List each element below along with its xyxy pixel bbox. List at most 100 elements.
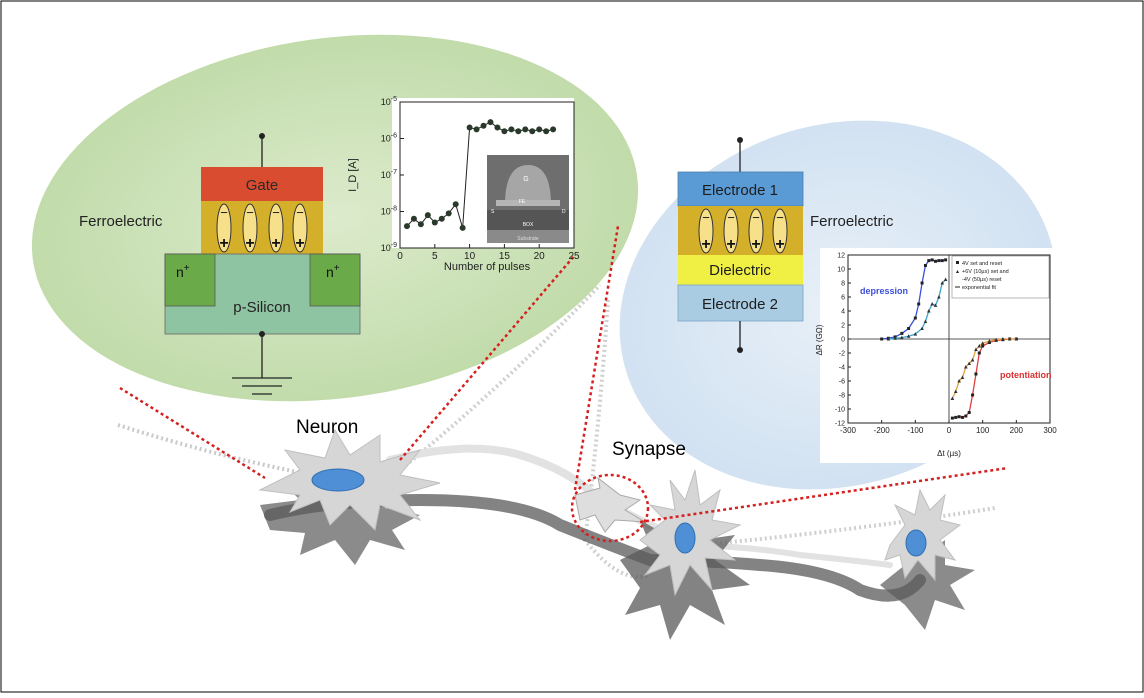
chart2-triangle-point — [1007, 337, 1012, 341]
chart1-line — [406, 121, 554, 229]
gate-layer — [201, 167, 323, 201]
dipole-1 — [216, 203, 232, 253]
chart2-xtick-label: -300 — [840, 426, 857, 435]
chart2-triangle-point — [937, 295, 941, 299]
chart2-triangle-point — [1001, 337, 1005, 341]
chart1-ytick-label: 10-6 — [381, 133, 397, 144]
chart2-triangle-point — [933, 303, 938, 307]
chart1-point-10 — [466, 124, 473, 131]
chart2-triangle-point — [953, 389, 958, 393]
chart2-xtick-label: -100 — [907, 426, 924, 435]
chart2-square-point — [981, 344, 985, 348]
chart2-xtick-label: 300 — [1043, 426, 1057, 435]
dipole-minus-2: − — [727, 210, 735, 225]
ftj-ferroelectric-label: Ferroelectric — [810, 213, 894, 230]
depression-annotation: depression — [860, 286, 908, 296]
dipole-minus-1: − — [702, 210, 710, 225]
dipole-minus-1: − — [220, 205, 228, 220]
zoom-line-fefet-right — [399, 254, 576, 461]
chart2-square-point — [923, 264, 927, 267]
chart1-xtick-label: 5 — [432, 251, 438, 262]
dipole-plus-4: + — [295, 235, 304, 252]
fefet-device: Gate −+−+−+−+ −−−− n+ n+ p-Silicon Ferro… — [79, 133, 361, 395]
electrode2-layer — [677, 284, 804, 322]
chart1-xtick-label: 25 — [568, 251, 580, 262]
chart1-xtick-label: 20 — [534, 251, 546, 262]
chart2-triangle-point — [893, 336, 897, 340]
top-terminal-dot — [737, 137, 743, 143]
chart2-triangle-point — [980, 341, 985, 345]
electrode1-label: Electrode 1 — [702, 182, 778, 199]
chart1-ytick-label: 10-5 — [381, 96, 397, 107]
chart1-ytick-label: 10-7 — [381, 169, 397, 180]
legend-entry-1: 4V set and reset — [962, 261, 1003, 267]
dipole-2 — [723, 208, 739, 254]
body-terminal-dot — [259, 331, 265, 337]
chart1-ytick-exp: -7 — [391, 169, 397, 176]
chart1-point-19 — [529, 128, 536, 135]
chart2-square-point — [964, 414, 968, 418]
dipole-3 — [268, 203, 284, 253]
chart2-square-point — [880, 337, 884, 341]
chart2-ytick-label: 0 — [841, 337, 845, 344]
synapse-terminal — [574, 476, 646, 533]
chart1-xtick-label: 10 — [464, 251, 476, 262]
chart2-square-point — [957, 415, 961, 419]
synapse-highlight-circle — [570, 473, 650, 543]
chart1-point-8 — [452, 201, 459, 208]
chart2-square-point — [940, 259, 944, 263]
legend-entry-3: -4V (50µs) reset — [962, 277, 1002, 283]
chart1-data — [403, 119, 557, 231]
dipole-plus-1: + — [701, 236, 710, 253]
chart2-square-point — [950, 416, 954, 420]
chart2-triangle-point — [1014, 337, 1019, 341]
substrate-label: p-Silicon — [233, 299, 291, 316]
gate-terminal-dot — [259, 133, 265, 139]
legend-box — [951, 255, 1050, 299]
chart2-xtick-label: 0 — [947, 426, 952, 435]
chart2-triangle-point — [906, 334, 911, 338]
chart1-point-2 — [410, 215, 417, 222]
dipole-minus-3: − — [272, 205, 280, 220]
chart1-ytick-base: 10 — [381, 243, 391, 253]
chart2-triangle-point — [920, 326, 924, 330]
synapse-label: Synapse — [612, 439, 686, 460]
chart1-point-6 — [438, 215, 445, 222]
chart2-legend: 4V set and reset +6V (10µs) set and -4V … — [951, 255, 1050, 299]
source-region — [164, 253, 216, 307]
chart2-data — [880, 258, 1019, 420]
dipole-minus-3: − — [752, 210, 760, 225]
chart1-point-1 — [403, 223, 410, 230]
fefet-ferroelectric-label: Ferroelectric — [79, 213, 163, 230]
ftj-device: Electrode 1 −+−+−+−+ Dielectric Electrod… — [677, 137, 894, 353]
chart2-triangle-point — [970, 358, 975, 362]
legend-entry-2: +6V (10µs) set and — [962, 269, 1009, 275]
legend-entry-4: exponential fit — [962, 285, 996, 291]
dipole-1 — [698, 208, 714, 254]
chart1-ytick-exp: -6 — [391, 133, 397, 140]
tem-gate-shape — [505, 165, 551, 205]
chart2-triangle-point — [900, 335, 904, 340]
dipole-plus-3: + — [751, 236, 760, 253]
drain-label: n+ — [326, 263, 340, 280]
chart1-point-22 — [550, 126, 557, 133]
tem-label-g: G — [523, 176, 528, 183]
chart2-square-point — [944, 258, 948, 262]
drain-region — [309, 253, 361, 307]
chart1-point-13 — [487, 119, 494, 126]
chart2-triangle-point — [943, 277, 948, 281]
chart1-point-3 — [417, 221, 424, 228]
chart2-triangle-point — [913, 332, 918, 336]
chart2-square-point — [930, 258, 934, 262]
chart2-xtick-label: 100 — [976, 426, 990, 435]
synapse-neuron-nucleus — [674, 522, 696, 554]
chart2-ytick-label: -12 — [835, 421, 845, 428]
dipole-plus-1: + — [219, 235, 228, 252]
chart2-triangle-point — [967, 361, 971, 365]
zoom-line-fefet-left — [119, 386, 266, 480]
chart2-ytick-label: 6 — [841, 295, 845, 302]
tem-label-d: D — [562, 209, 566, 215]
chart2-square-point — [920, 281, 924, 285]
